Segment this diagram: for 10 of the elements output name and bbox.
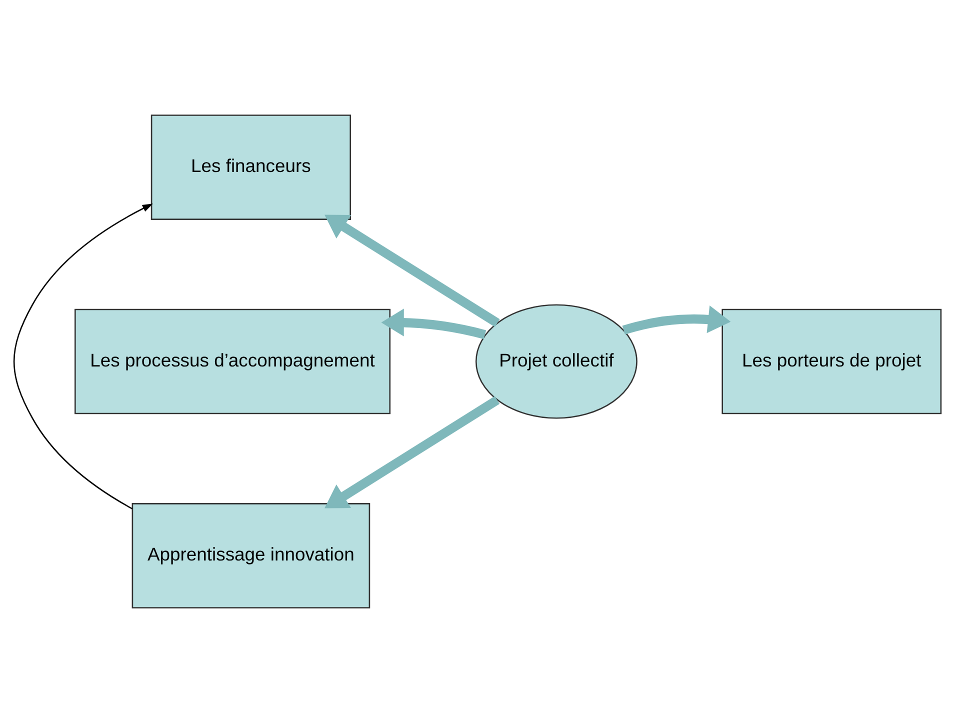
arrow bbox=[622, 305, 731, 334]
node-box: Les porteurs de projet bbox=[722, 308, 942, 414]
node-ellipse: Projet collectif bbox=[475, 304, 638, 418]
node-box: Les financeurs bbox=[150, 114, 352, 220]
arrow bbox=[381, 308, 486, 339]
node-box: Apprentissage innovation bbox=[132, 502, 370, 608]
arrow bbox=[13, 203, 153, 509]
arrow bbox=[324, 214, 500, 326]
node-box: Les processus d’accompagnement bbox=[74, 308, 391, 414]
arrow bbox=[324, 396, 500, 508]
